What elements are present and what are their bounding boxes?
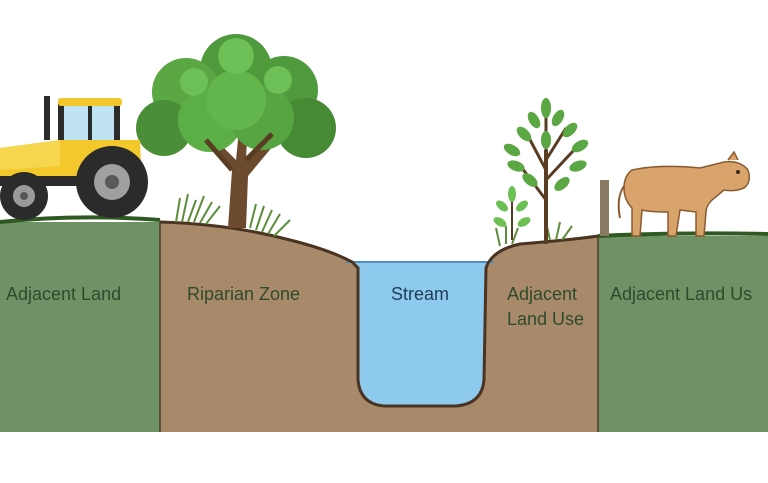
stream-bank-outline	[159, 220, 599, 408]
grass-line-left	[0, 215, 161, 224]
labels: Adjacent Land Riparian Zone Stream Adjac…	[6, 284, 752, 329]
label-adjacent-land-use-right: Adjacent Land Us	[610, 284, 752, 304]
label-adjacent-land-use-line2: Land Use	[507, 309, 584, 329]
adjacent-land-right-panel	[598, 236, 768, 432]
label-adjacent-land-use-line1: Adjacent	[507, 284, 577, 304]
adjacent-land-left-panel	[0, 222, 160, 432]
tree-icon	[136, 34, 336, 228]
tractor-icon	[0, 96, 148, 220]
sapling-icon	[493, 98, 589, 244]
label-riparian-zone: Riparian Zone	[187, 284, 300, 304]
stream-channel	[159, 220, 599, 408]
label-adjacent-land-left: Adjacent Land	[6, 284, 121, 304]
cow-icon	[617, 150, 751, 237]
grass-edges	[0, 193, 768, 247]
fence-post-icon	[600, 180, 609, 236]
stream-water	[348, 262, 492, 406]
grass-line-right	[597, 231, 768, 238]
riparian-soil-panel	[160, 222, 598, 432]
ground	[0, 222, 768, 432]
label-stream: Stream	[391, 284, 449, 304]
grass-tuft-icon	[175, 193, 573, 247]
